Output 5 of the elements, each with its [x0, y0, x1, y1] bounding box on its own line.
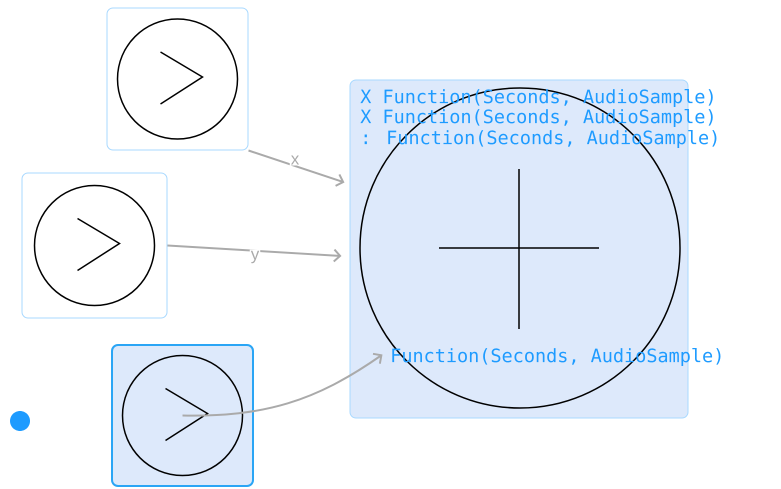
arrow	[248, 150, 344, 187]
arrow	[167, 244, 342, 262]
edge-label: y	[250, 250, 260, 264]
arrow	[182, 352, 382, 416]
edge-label: x	[290, 154, 300, 166]
